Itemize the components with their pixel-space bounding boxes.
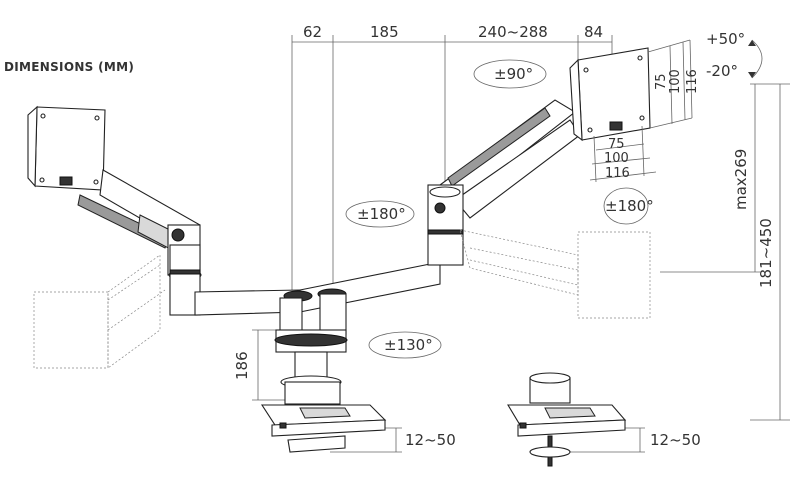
left-clamp: [260, 404, 387, 453]
tilt-indicator: [748, 39, 763, 79]
vesa-75-h: 75: [654, 73, 669, 90]
right-vesa-plate: [569, 47, 651, 142]
dim-clamp-left: 12~50: [405, 431, 456, 449]
vesa-75-v: 75: [608, 137, 625, 152]
rotation-arrows: [345, 59, 649, 359]
dim-181-450: 181~450: [757, 218, 775, 288]
dim-84: 84: [584, 23, 603, 41]
right-upper-arm: [427, 99, 581, 266]
tilt-down: -20°: [706, 62, 738, 80]
center-column: [274, 329, 348, 405]
vesa-100-h: 100: [668, 69, 683, 94]
vesa-dimension-lines: [589, 39, 693, 183]
rotation-130: ±130°: [384, 336, 433, 354]
right-dimension-lines: [660, 83, 790, 421]
diagram-title: DIMENSIONS (MM): [4, 60, 135, 74]
dim-max269: max269: [732, 149, 750, 210]
dim-186: 186: [233, 351, 251, 380]
right-clamp: [507, 372, 627, 467]
top-dimension-lines: [291, 35, 613, 300]
center-crossbar: [194, 261, 441, 335]
vesa-116-h: 116: [685, 69, 700, 94]
dim-62: 62: [303, 23, 322, 41]
rotation-90: ±90°: [494, 65, 533, 83]
left-ghost-monitor: [33, 254, 166, 369]
right-ghost-monitor: [459, 229, 651, 319]
dim-185: 185: [370, 23, 399, 41]
vesa-116-v: 116: [605, 166, 630, 181]
dim-clamp-right: 12~50: [650, 431, 701, 449]
rotation-180-right: ±180°: [605, 197, 654, 215]
tilt-up: +50°: [706, 30, 745, 48]
dim-240-288: 240~288: [478, 23, 548, 41]
left-vesa-plate: [27, 105, 106, 191]
vesa-100-v: 100: [604, 151, 629, 166]
rotation-180-left: ±180°: [357, 205, 406, 223]
